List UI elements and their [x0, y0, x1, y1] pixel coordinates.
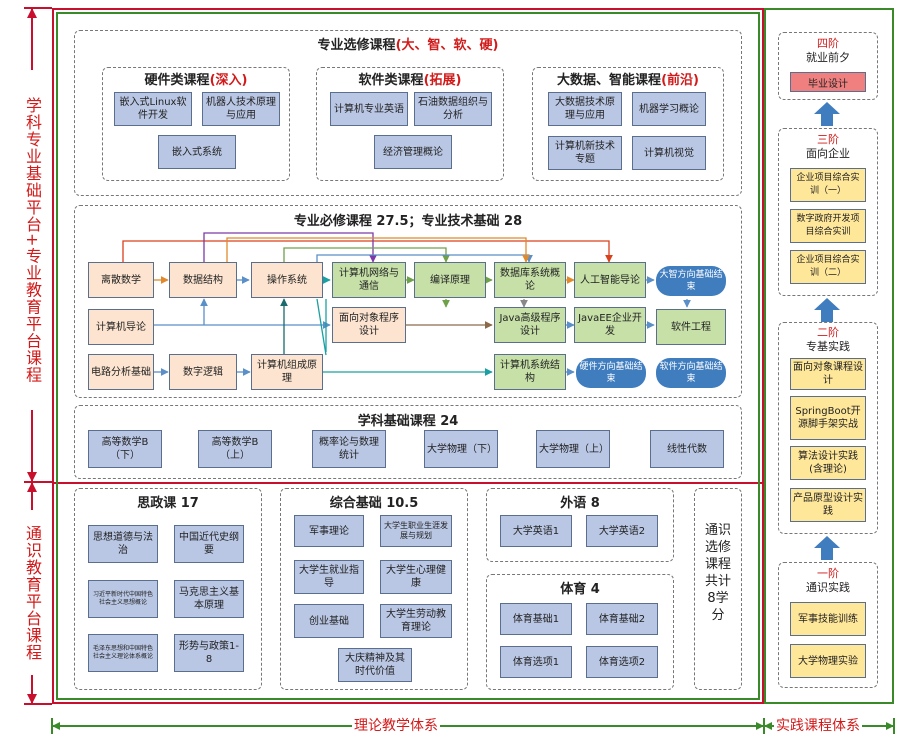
- course-english-2: 大学英语2: [586, 515, 658, 547]
- course-policy: 形势与政策1-8: [174, 634, 244, 672]
- course-xi-thought: 习近平新时代中国特色社会主义思想概论: [88, 580, 158, 618]
- course-network: 计算机网络与通信: [332, 262, 406, 298]
- stage1-label: 一阶通识实践: [806, 567, 850, 594]
- course-javaee: JavaEE企业开发: [574, 307, 646, 343]
- course-organization: 计算机组成原理: [251, 354, 323, 390]
- course-math-b-1: 高等数学B（上）: [198, 430, 272, 468]
- up-arrow-1-2: [814, 536, 840, 560]
- practice-oop-design: 面向对象课程设计: [790, 358, 866, 390]
- course-pe-basic-1: 体育基础1: [500, 603, 572, 635]
- bottom-label-practice: 实践课程体系: [774, 715, 862, 735]
- course-oop: 面向对象程序设计: [332, 307, 406, 343]
- practice-frame: [764, 8, 894, 704]
- course-oil-data: 石油数据组织与分析: [414, 92, 492, 126]
- course-new-tech: 计算机新技术专题: [548, 136, 622, 170]
- course-database: 数据库系统概论: [494, 262, 566, 298]
- theory-frame-bottom: [52, 482, 764, 704]
- basic-title: 学科基础课程 24: [357, 414, 459, 429]
- stage4-label: 四阶就业前夕: [806, 37, 850, 64]
- course-bigdata-tech: 大数据技术原理与应用: [548, 92, 622, 126]
- end-sw-direction: 软件方向基础结束: [656, 358, 726, 388]
- practice-algorithm: 算法设计实践(含理论): [790, 446, 866, 480]
- course-physics-1: 大学物理（上）: [536, 430, 610, 468]
- course-linear-algebra: 线性代数: [650, 430, 724, 468]
- course-embedded-linux: 嵌入式Linux软件开发: [114, 92, 192, 126]
- course-discrete-math: 离散数学: [88, 262, 154, 298]
- left-label-top: 学科专业基础平台+专业教育平台课程: [22, 70, 42, 410]
- course-labor-edu: 大学生劳动教育理论: [380, 604, 452, 638]
- bottom-label-theory: 理论教学体系: [352, 715, 440, 735]
- course-digital-logic: 数字逻辑: [169, 354, 237, 390]
- practice-military-skill: 军事技能训练: [790, 602, 866, 636]
- required-arrows: [122, 232, 691, 376]
- course-software-eng: 软件工程: [656, 309, 726, 345]
- up-arrow-3-4: [814, 102, 840, 126]
- bottom-bracket: [51, 718, 895, 734]
- course-english-1: 大学英语1: [500, 515, 572, 547]
- course-ml-intro: 机器学习概论: [632, 92, 706, 126]
- course-ethics-law: 思想道德与法治: [88, 525, 158, 563]
- course-marxism: 马克思主义基本原理: [174, 580, 244, 618]
- course-cs-intro: 计算机导论: [88, 309, 154, 345]
- practice-physics-lab: 大学物理实验: [790, 644, 866, 678]
- practice-springboot: SpringBoot开源脚手架实战: [790, 396, 866, 440]
- course-career-plan: 大学生职业生涯发展与规划: [380, 515, 452, 547]
- course-java-advanced: Java高级程序设计: [494, 307, 566, 343]
- required-title: 专业必修课程 27.5；专业技术基础 28: [293, 214, 523, 229]
- course-cv: 计算机视觉: [632, 136, 706, 170]
- course-cs-english: 计算机专业英语: [330, 92, 408, 126]
- course-employment: 大学生就业指导: [294, 560, 364, 594]
- course-psychology: 大学生心理健康: [380, 560, 452, 594]
- general-title: 综合基础 10.5: [329, 496, 419, 511]
- course-compiler: 编译原理: [414, 262, 486, 298]
- course-data-structures: 数据结构: [169, 262, 237, 298]
- bigdata-title: 大数据、智能课程(前沿): [557, 73, 699, 88]
- end-ai-direction: 大智方向基础结束: [656, 266, 726, 296]
- course-probability: 概率论与数理统计: [312, 430, 386, 468]
- course-military-theory: 军事理论: [294, 515, 364, 547]
- stage2-label: 二阶专基实践: [806, 326, 850, 353]
- english-title: 外语 8: [560, 496, 600, 511]
- software-title: 软件类课程(拓展): [358, 73, 462, 88]
- basic-section: [74, 405, 742, 479]
- course-embedded-system: 嵌入式系统: [158, 135, 236, 169]
- course-math-b-2: 高等数学B（下）: [88, 430, 162, 468]
- politics-title: 思政课 17: [137, 496, 199, 511]
- hardware-title: 硬件类课程(深入): [144, 73, 248, 88]
- gened-elective-text: 通识选修课程共计8学分: [704, 523, 731, 623]
- course-physics-2: 大学物理（下）: [424, 430, 498, 468]
- course-robotics: 机器人技术原理与应用: [202, 92, 280, 126]
- course-pe-option-1: 体育选项1: [500, 646, 572, 678]
- course-os: 操作系统: [251, 262, 323, 298]
- course-econ-mgmt: 经济管理概论: [374, 135, 452, 169]
- elective-title: 专业选修课程(大、智、软、硬): [317, 38, 499, 53]
- end-hw-direction: 硬件方向基础结束: [576, 358, 646, 388]
- practice-graduation-design: 毕业设计: [790, 72, 866, 92]
- practice-enterprise-2: 企业项目综合实训（二）: [790, 250, 866, 284]
- pe-title: 体育 4: [560, 582, 600, 597]
- gened-elective-box: [694, 488, 742, 690]
- stage3-label: 三阶面向企业: [806, 133, 850, 160]
- practice-gov-digital: 数字政府开发项目综合实训: [790, 209, 866, 243]
- practice-prototype: 产品原型设计实践: [790, 488, 866, 522]
- course-modern-history: 中国近代史纲要: [174, 525, 244, 563]
- course-architecture: 计算机系统结构: [494, 354, 566, 390]
- up-arrow-2-3: [814, 298, 840, 322]
- left-label-bottom: 通识教育平台课程: [22, 510, 42, 675]
- theory-green-frame: [56, 12, 760, 700]
- practice-enterprise-1: 企业项目综合实训（一）: [790, 168, 866, 202]
- course-daqing-spirit: 大庆精神及其时代价值: [338, 648, 412, 682]
- course-mao-thought: 毛泽东思想和中国特色社会主义理论体系概论: [88, 634, 158, 672]
- course-ai: 人工智能导论: [574, 262, 646, 298]
- course-pe-option-2: 体育选项2: [586, 646, 658, 678]
- course-circuit: 电路分析基础: [88, 354, 154, 390]
- course-entrepreneurship: 创业基础: [294, 604, 364, 638]
- course-pe-basic-2: 体育基础2: [586, 603, 658, 635]
